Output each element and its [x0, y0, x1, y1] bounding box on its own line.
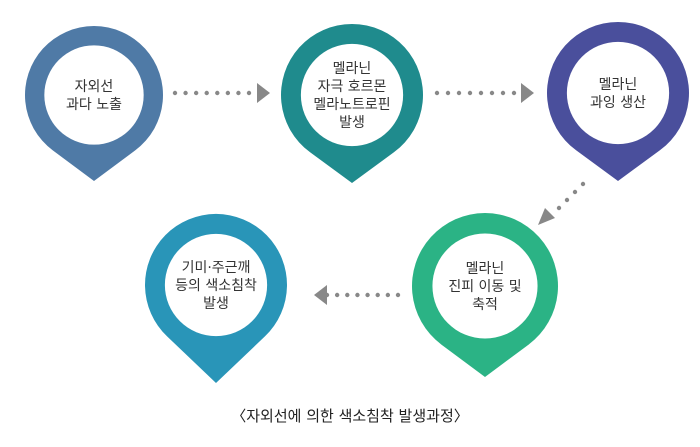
connector-dot — [375, 292, 380, 298]
connector-dot — [246, 90, 252, 96]
connector-dot — [580, 181, 586, 187]
step-label-line: 과다 노출 — [66, 97, 122, 113]
connector-dot — [204, 90, 209, 96]
connector-dot — [334, 292, 340, 298]
connector-dot — [172, 90, 178, 96]
step-label-line: 진피 이동 및 — [448, 279, 521, 295]
step-label-line: 등의 색소침착 — [175, 278, 257, 294]
connector-dot — [345, 292, 350, 298]
connector-dot — [467, 90, 473, 96]
diagram-caption: 〈자외선에 의한 색소침착 발생과정〉 — [231, 407, 469, 425]
step-label-line: 기미·주근깨 — [182, 260, 251, 276]
connector-dot — [215, 90, 220, 96]
connector-dot — [395, 292, 401, 298]
connector-dot — [556, 205, 562, 211]
arrow-head-icon — [538, 208, 555, 225]
connector-dots — [556, 181, 586, 211]
connector-dot — [183, 90, 188, 96]
connector-dot — [456, 90, 462, 96]
arrow-head-icon — [521, 83, 534, 103]
step-label-line: 발생 — [339, 115, 365, 131]
connector-dot — [365, 292, 370, 298]
connector-dot — [564, 197, 570, 203]
pin-inner-circle — [432, 233, 538, 339]
step-label-line: 자외선 — [75, 79, 114, 95]
connector-dot — [489, 90, 495, 96]
connector-dot — [385, 292, 391, 298]
step-label-line: 멜라닌 — [599, 77, 638, 93]
connector-dot — [225, 90, 231, 96]
connector-dot — [478, 90, 484, 96]
pin-inner-circle — [300, 43, 404, 147]
connector-dot — [445, 90, 451, 96]
connector-dot — [434, 90, 440, 96]
pin-inner-circle — [44, 45, 144, 145]
connector-dot — [511, 90, 517, 96]
step-label-line: 멜라노트로핀 — [313, 97, 390, 113]
step-label-line: 축적 — [472, 297, 498, 313]
pin-inner-circle — [164, 233, 268, 337]
arrow-head-icon — [257, 83, 270, 103]
connector-dot — [500, 90, 506, 96]
connector-dot — [572, 189, 578, 195]
arrow-head-icon — [314, 285, 327, 305]
step-label-line: 과잉 생산 — [590, 95, 646, 111]
connector-dot — [355, 292, 360, 298]
connector-dot — [236, 90, 241, 96]
step-label-line: 멜라닌 — [333, 61, 372, 77]
step-label-line: 발생 — [203, 296, 229, 312]
connector-dots — [434, 90, 517, 96]
step-label-line: 자극 호르몬 — [318, 79, 387, 95]
connector-dots — [172, 90, 252, 96]
pin-inner-circle — [566, 41, 670, 145]
step-label-line: 멜라닌 — [466, 261, 505, 277]
connector-dot — [193, 90, 199, 96]
connector-dots — [324, 292, 401, 298]
